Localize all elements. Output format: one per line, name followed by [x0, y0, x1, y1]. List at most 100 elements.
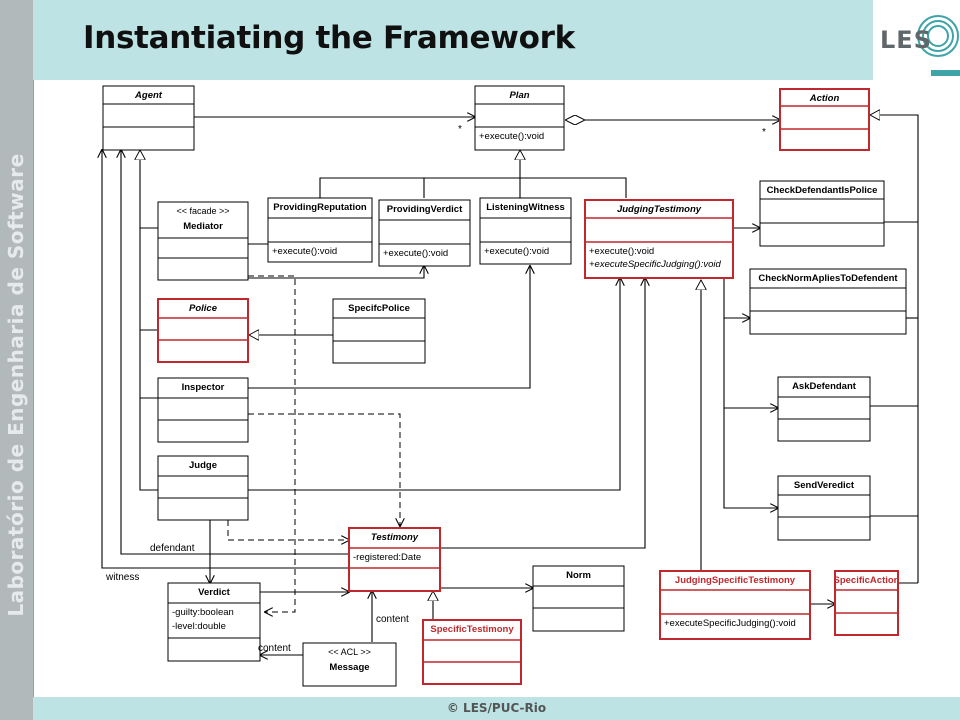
class-mediator: << facade >> Mediator: [157, 201, 249, 281]
class-method: +execute():void: [484, 246, 549, 257]
class-attribute: -registered:Date: [353, 552, 421, 563]
slide-footer: © LES/PUC-Rio: [33, 697, 960, 720]
logo-swirl-icon: [917, 15, 960, 76]
class-box: [759, 180, 885, 247]
class-attribute: -guilty:boolean: [172, 607, 234, 618]
class-police: Police: [157, 298, 249, 363]
gen-police-agent: [139, 228, 158, 331]
class-name: Norm: [566, 570, 591, 581]
dep-mediator: [248, 275, 296, 612]
class-box: [348, 527, 441, 592]
class-box: [167, 582, 261, 662]
class-name: ListeningWitness: [486, 202, 565, 213]
class-box: [378, 199, 471, 267]
class-box: [157, 298, 249, 363]
relationships: [102, 115, 919, 655]
assoc-inspector-listening: [248, 266, 530, 389]
class-specific-action: SpecificAction: [834, 570, 900, 636]
class-specific-testimony: SpecificTestimony: [422, 619, 522, 685]
class-testimony: Testimony -registered:Date: [348, 527, 441, 592]
class-box: [777, 376, 871, 442]
label-content-message-testimony: content: [376, 614, 409, 625]
label-multiplicity-plan: *: [458, 124, 462, 135]
class-name: SpecificAction: [834, 575, 900, 586]
class-method: +executeSpecificJudging():void: [589, 259, 721, 270]
class-check-defendant-is-police: CheckDefendantIsPolice: [759, 180, 885, 247]
label-content-message-verdict: content: [258, 643, 291, 654]
class-box: [659, 570, 811, 640]
assoc-judging-send: [723, 408, 778, 508]
class-box: [332, 298, 426, 364]
label-witness: witness: [105, 572, 139, 583]
assoc-judge-judging: [248, 278, 620, 491]
assoc-judging-checknorm: [723, 278, 750, 318]
class-plan: Plan +execute():void: [474, 85, 565, 151]
class-listening-witness: ListeningWitness +execute():void: [479, 197, 572, 265]
class-box: [157, 455, 249, 521]
class-judge: Judge: [157, 455, 249, 521]
class-box: [834, 570, 899, 636]
assoc-testimony-judging: [440, 278, 645, 549]
class-name: Mediator: [183, 221, 223, 232]
class-box: [102, 85, 195, 151]
class-method: +execute():void: [272, 246, 337, 257]
class-box: [779, 88, 870, 151]
class-stereotype: << facade >>: [176, 206, 229, 216]
class-method: +executeSpecificJudging():void: [664, 618, 796, 629]
class-providing-verdict: ProvidingVerdict +execute():void: [378, 199, 471, 267]
class-box: [532, 565, 625, 632]
class-norm: Norm: [532, 565, 625, 632]
class-name: ProvidingReputation: [273, 202, 367, 213]
sidebar: Laboratório de Engenharia de Software: [0, 0, 34, 720]
class-name: Judge: [189, 460, 217, 471]
class-name: Message: [329, 662, 369, 673]
class-ask-defendant: AskDefendant: [777, 376, 871, 442]
class-box: [302, 642, 397, 687]
class-name: Verdict: [198, 587, 231, 598]
class-inspector: Inspector: [157, 377, 249, 443]
class-box: [749, 268, 907, 335]
class-judging-specific-testimony: JudgingSpecificTestimony +executeSpecific…: [659, 570, 811, 640]
assoc-witness: [102, 150, 349, 569]
footer-copyright: © LES/PUC-Rio: [446, 701, 547, 715]
class-method: +execute():void: [383, 248, 448, 259]
class-message: << ACL >>Message: [302, 642, 397, 687]
gen-plan-children: [319, 177, 627, 198]
class-method: +execute():void: [479, 131, 544, 142]
class-name: Plan: [509, 90, 529, 101]
class-name: Inspector: [182, 382, 225, 393]
class-method: +execute():void: [589, 246, 654, 257]
class-name: ProvidingVerdict: [387, 204, 463, 215]
class-name: Testimony: [371, 532, 419, 543]
class-providing-reputation: ProvidingReputation +execute():void: [267, 197, 373, 263]
class-box: [474, 85, 565, 151]
slide-header: Instantiating the Framework: [33, 0, 873, 80]
class-box: [267, 197, 373, 263]
slide-title: Instantiating the Framework: [83, 20, 575, 56]
dep-inspector: [248, 413, 400, 526]
label-multiplicity-action: *: [762, 127, 766, 138]
class-name: AskDefendant: [792, 381, 857, 392]
class-box: [479, 197, 572, 265]
dep-judge: [227, 520, 349, 540]
gen-action-bus: [870, 115, 919, 583]
class-box: [157, 201, 249, 281]
class-box: [777, 475, 871, 541]
class-name: Action: [809, 93, 840, 104]
class-specific-police: SpecifcPolice: [332, 298, 426, 364]
class-send-veredict: SendVeredict: [777, 475, 871, 541]
gen-mediator-agent: [140, 150, 158, 229]
class-name: CheckDefendantIsPolice: [767, 185, 878, 196]
class-attribute: -level:double: [172, 621, 226, 632]
class-judging-testimony: JudgingTestimony+execute():void+executeS…: [584, 199, 734, 279]
class-action: Action: [779, 88, 870, 151]
assoc-mediator-verdict: [248, 266, 424, 279]
logo-text: LES: [880, 26, 932, 54]
class-name: JudgingSpecificTestimony: [675, 575, 796, 586]
class-name: SpecificTestimony: [430, 624, 514, 635]
class-box: [584, 199, 734, 279]
class-box: [157, 377, 249, 443]
assoc-defendant: [121, 150, 349, 555]
